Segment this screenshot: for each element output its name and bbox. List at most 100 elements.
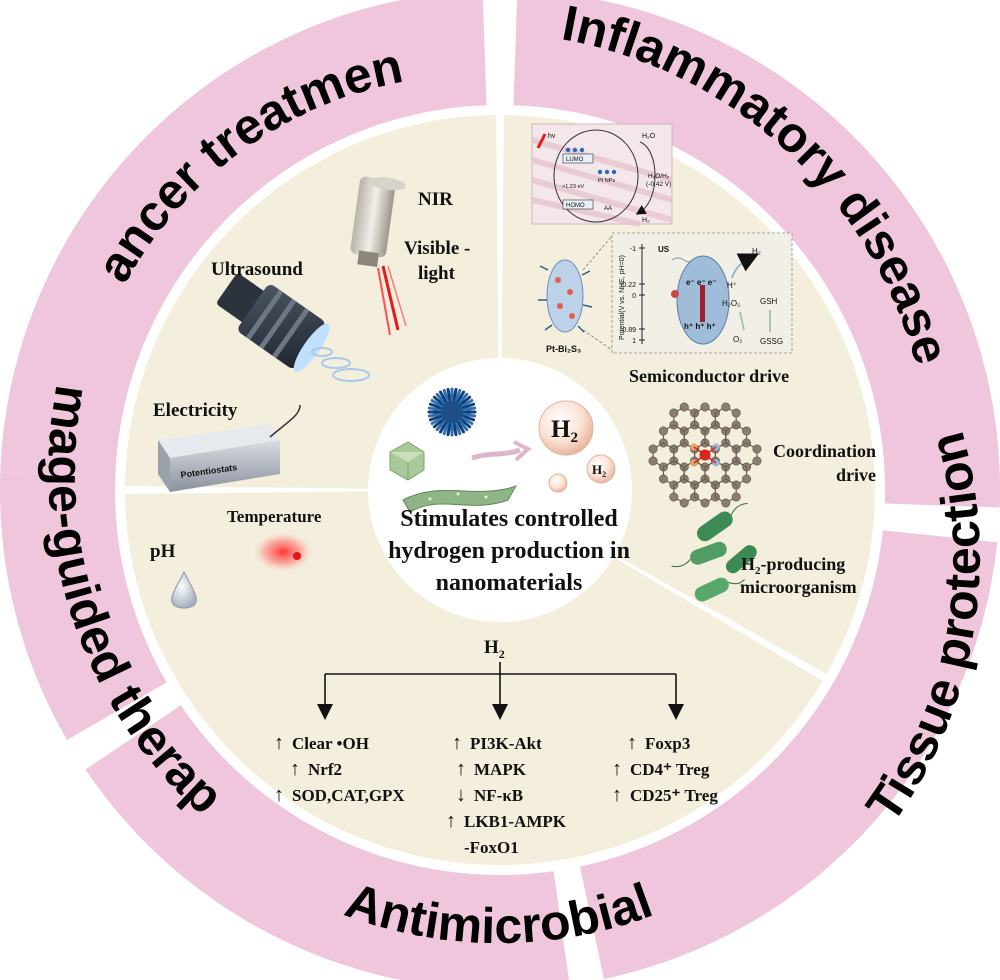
light-label: light <box>418 263 456 284</box>
pathway-item: -FoxO1 <box>464 838 519 857</box>
nanoparticle-spike <box>432 395 445 406</box>
h-plus-label: H⁺ <box>727 281 737 290</box>
drive-label: drive <box>836 465 876 485</box>
us-label: US <box>658 245 670 254</box>
visible-label: Visible - <box>404 238 470 259</box>
potential-tick-label: -0.22 <box>620 282 636 289</box>
o2-label: O₂ <box>733 335 742 344</box>
center-disc: H2 H2 Stimulates controlled hydrogen pro… <box>368 358 632 622</box>
h2-bubble-small-icon: H2 <box>586 454 616 484</box>
temperature-label: Temperature <box>227 507 322 526</box>
temperature-glow-icon <box>253 532 313 572</box>
pathway-column-signaling: ↑PI3K-Akt↑MAPK↓NF-κB↑LKB1-AMPK-FoxO1 <box>446 732 567 857</box>
nir-label: NIR <box>418 189 453 210</box>
nanoparticle-spike <box>460 416 474 425</box>
h2-producing-rest: -producing <box>761 554 846 574</box>
nanoparticle-spike <box>439 390 448 404</box>
coordination-lattice-icon <box>648 402 762 508</box>
h2-producing-label: H2-producing <box>741 554 845 577</box>
ultrasound-label: Ultrasound <box>211 259 303 280</box>
gssg-label: GSSG <box>760 337 783 346</box>
ring-segment-antimicrobial <box>85 705 569 980</box>
stimuli-sector: NIR Visible - light Ultrasound Electrici… <box>150 176 470 609</box>
pathway-arrow: ↑ <box>452 732 462 754</box>
pathway-item: Foxp3 <box>645 734 690 753</box>
pathway-root: H2 <box>484 637 505 661</box>
nanoparticle-spike <box>461 402 476 410</box>
pt-bi2s3-particle-icon <box>538 259 593 333</box>
coordination-bond <box>693 446 706 456</box>
holes-label: h⁺ h⁺ h⁺ <box>684 322 716 331</box>
potential-tick-label: 0.89 <box>622 327 636 334</box>
nanoparticle-spike <box>442 421 450 436</box>
ring-segment-cancer <box>0 0 487 477</box>
electrons-label: e⁻ e⁻ e⁻ <box>686 278 716 287</box>
pathway-item: PI3K-Akt <box>470 734 542 753</box>
h2-producing-h: H <box>741 554 755 574</box>
h2-big-h: H <box>551 416 571 443</box>
potential-tick-label: 1 <box>632 338 636 345</box>
nanoparticle-spike <box>446 387 452 402</box>
pathway-column-immune: ↑Foxp3↑CD4⁺ Treg↑CD25⁺ Treg <box>612 732 718 806</box>
h2-small-h: H <box>592 462 602 477</box>
center-title-line1: Stimulates controlled <box>400 506 618 532</box>
lattice-atom <box>731 408 741 418</box>
lattice-atom <box>700 402 710 412</box>
lattice-atom <box>700 498 710 508</box>
homo-label: HOMO <box>566 203 585 209</box>
aa-label: AA <box>604 206 612 212</box>
nanoparticle-spike <box>454 388 462 403</box>
h2o-label: H₂O <box>642 133 656 140</box>
pathway-item: CD25⁺ Treg <box>630 786 718 805</box>
h2-bubble-small-label: H2 <box>592 462 606 479</box>
lattice-atom <box>648 444 658 454</box>
sector-stimuli <box>125 115 500 490</box>
potential-axis-label: Potential(V vs. NHE, pH=0) <box>619 255 626 340</box>
pathway-arrow: ↓ <box>456 784 466 806</box>
pathway-item: MAPK <box>474 760 527 779</box>
pathway-arrow: ↑ <box>612 758 622 780</box>
lattice-atom <box>658 474 668 484</box>
lattice-atom <box>669 408 679 418</box>
h2o-h2-label: H₂O/H₂ <box>648 173 670 180</box>
lattice-atom <box>679 402 689 412</box>
microorganism-label: microorganism <box>740 577 857 597</box>
lattice-atom <box>742 474 752 484</box>
lumo-label: LUMO <box>566 157 584 163</box>
h2-bubble-large-icon: H2 <box>538 400 594 456</box>
lattice-atom <box>679 498 689 508</box>
pathway-item: Clear •OH <box>292 734 369 753</box>
nanoparticle-spike <box>428 402 443 410</box>
nanoparticle-spike <box>460 399 474 408</box>
pathway-tree: H2 ↑Clear •OH↑Nrf2↑SOD,CAT,GPX ↑ PI3K-Akt… <box>274 637 718 857</box>
pathway-item: Nrf2 <box>308 760 342 779</box>
nanoparticle-spike <box>430 399 444 408</box>
h2-small-sub: 2 <box>602 470 606 479</box>
h2-big-sub: 2 <box>570 430 578 446</box>
nanoparticle-spike <box>446 422 452 437</box>
h2-out-label: H₂ <box>642 217 650 224</box>
conversion-arrow-icon <box>471 440 532 462</box>
ph-label: pH <box>150 541 176 562</box>
nanoparticle-spike <box>427 406 442 412</box>
pathway-column-antioxidant: ↑Clear •OH↑Nrf2↑SOD,CAT,GPX <box>274 732 405 806</box>
nanoparticle-spike <box>456 420 465 434</box>
pathway-arrow: ↑ <box>612 784 622 806</box>
nanoparticle-spike <box>462 412 477 418</box>
sector-pathways <box>125 490 823 866</box>
nanoparticle-spike <box>430 416 444 425</box>
potential-tick-label: -1 <box>630 246 636 253</box>
nanoparticle-spike <box>428 414 443 422</box>
gsh-label: GSH <box>760 297 778 306</box>
nanoparticle-spike <box>458 419 469 432</box>
pathway-root-h: H <box>484 637 499 658</box>
coordination-bond <box>704 446 717 456</box>
potentiostat-icon: Potentiostats <box>158 404 301 492</box>
coordination-bond <box>704 454 717 464</box>
nanoparticle-spike <box>442 388 450 403</box>
nanoparticle-spike <box>456 390 465 404</box>
lattice-atom <box>731 492 741 502</box>
lattice-atom <box>648 456 658 466</box>
ultrasound-probe-icon <box>217 274 370 382</box>
